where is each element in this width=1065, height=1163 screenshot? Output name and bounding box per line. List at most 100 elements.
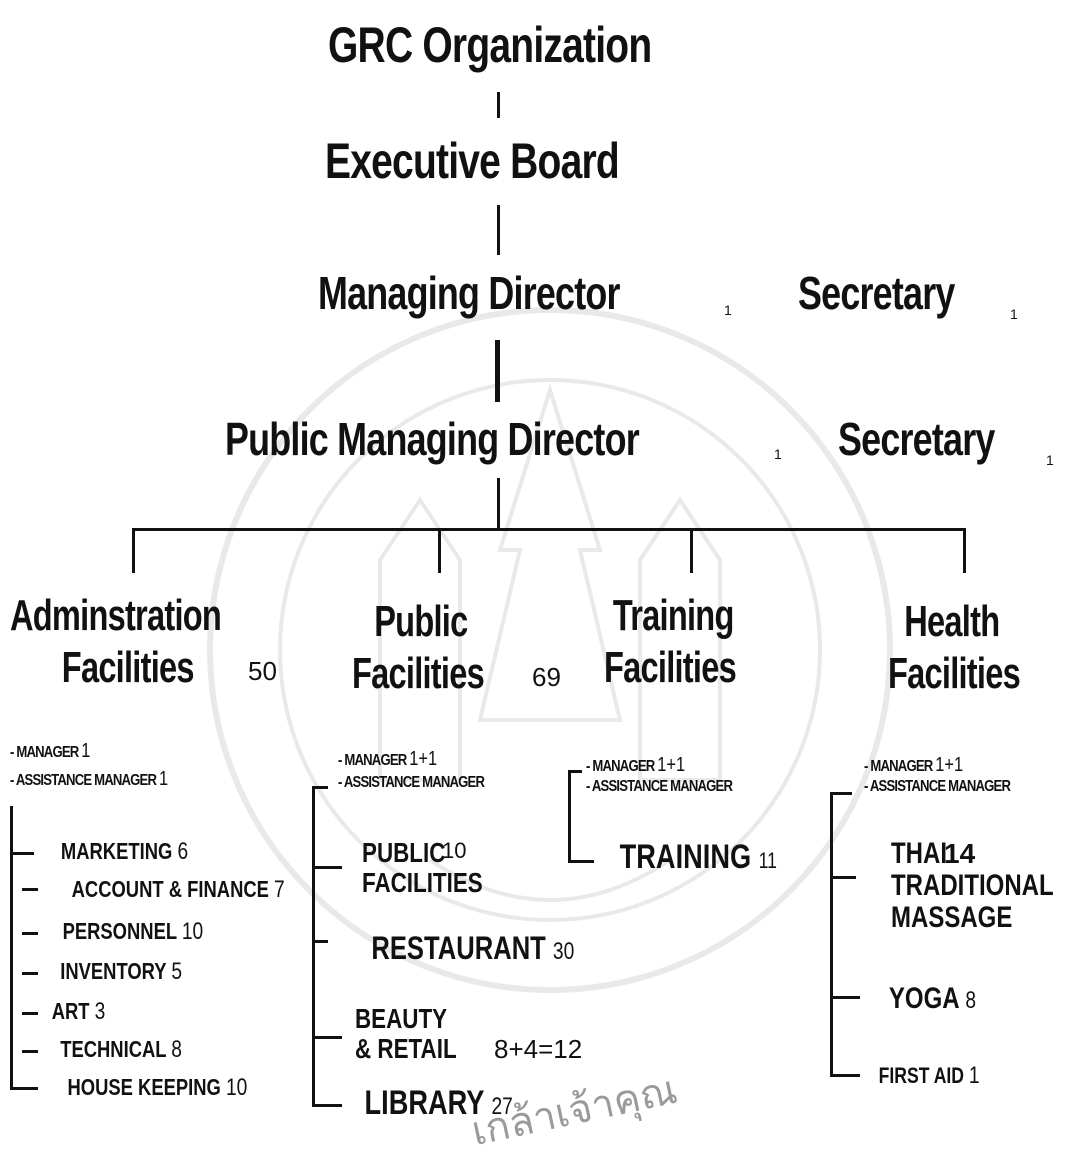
admin-tick-0 (10, 852, 34, 855)
public-assistant-label: - ASSISTANCE MANAGER (338, 774, 485, 791)
admin-item-label: ART (51, 998, 90, 1024)
public-item: BEAUTY & RETAIL (355, 1004, 459, 1064)
public-item-count: 8+4=12 (494, 1034, 583, 1064)
managing-director-count: 1 (724, 302, 732, 318)
branch-drop-public (438, 528, 441, 573)
public-item-count: 30 (552, 938, 575, 965)
training-assistant-label: - ASSISTANCE MANAGER (586, 778, 733, 795)
health-tick-1 (830, 996, 860, 999)
managing-director-secretary: Secretary (798, 267, 955, 319)
training-manager-count: 1+1 (657, 754, 686, 776)
admin-manager-label: - MANAGER (10, 744, 79, 761)
health-bracket (830, 792, 833, 1077)
health-assistant-label: - ASSISTANCE MANAGER (864, 778, 1011, 795)
branch-horizontal (132, 528, 966, 531)
public-tick-2 (312, 1036, 342, 1039)
admin-item-label: INVENTORY (60, 958, 167, 984)
health-item-count: 8 (965, 987, 977, 1014)
training-manager: - MANAGER 1+1 (586, 754, 685, 777)
training-assistant-manager: - ASSISTANCE MANAGER (586, 778, 733, 796)
training-bracket-top (568, 770, 582, 773)
public-bracket (312, 786, 315, 1106)
dept-training-line2: Facilities (604, 643, 737, 692)
admin-item: TECHNICAL 8 (60, 1036, 182, 1064)
health-tick-0 (830, 876, 856, 879)
university-seal-watermark (207, 307, 893, 993)
admin-assistant-manager: - ASSISTANCE MANAGER 1 (10, 768, 168, 791)
public-item: RESTAURANT 30 (371, 930, 574, 967)
health-item-label: FIRST AID (878, 1063, 965, 1088)
training-bracket (568, 770, 571, 862)
connector-board-md (497, 205, 500, 255)
admin-item: MARKETING 6 (61, 838, 188, 866)
admin-item: ART 3 (52, 998, 106, 1026)
admin-manager-count: 1 (81, 740, 91, 762)
health-item-count: 14 (944, 838, 976, 869)
dept-admin-line2: Facilities (61, 643, 195, 692)
public-manager-label: - MANAGER (338, 752, 407, 769)
health-manager-count: 1+1 (935, 754, 964, 776)
managing-director-label: Managing Director (318, 267, 621, 319)
admin-item-label: HOUSE KEEPING (67, 1074, 221, 1100)
public-tick-3 (312, 1104, 342, 1107)
dept-health-line1: Health (904, 597, 1000, 646)
public-assistant-manager: - ASSISTANCE MANAGER (338, 774, 485, 792)
admin-tick-3 (22, 972, 38, 975)
admin-item-count: 7 (274, 876, 285, 903)
admin-item-count: 5 (171, 958, 183, 985)
admin-item: ACCOUNT & FINANCE 7 (72, 876, 285, 904)
public-item-label: BEAUTY & RETAIL (355, 1003, 457, 1064)
admin-tick-5 (22, 1050, 38, 1053)
admin-assistant-count: 1 (158, 768, 169, 790)
public-item-label: LIBRARY (364, 1084, 484, 1122)
health-tick-2 (830, 1074, 860, 1077)
training-manager-label: - MANAGER (586, 758, 655, 775)
dept-public-line2: Facilities (352, 649, 485, 698)
admin-item-label: PERSONNEL (62, 918, 177, 944)
connector-root-board (497, 92, 500, 118)
dept-public-line1: Public (374, 597, 468, 646)
public-item: PUBLIC FACILITIES (362, 838, 490, 898)
dept-admin-count: 50 (248, 656, 277, 686)
admin-item-count: 6 (177, 838, 189, 865)
pmd-secretary-count: 1 (1046, 452, 1054, 468)
health-item: THAI TRADITIONAL MASSAGE (891, 838, 1053, 934)
admin-item-count: 10 (225, 1074, 248, 1101)
admin-item-count: 8 (171, 1036, 182, 1063)
dept-training-line1: Training (612, 591, 734, 640)
admin-item: INVENTORY 5 (60, 958, 182, 986)
dept-public-heading: Public Facilities (352, 596, 485, 700)
admin-item-count: 10 (181, 918, 204, 945)
branch-drop-training (690, 528, 693, 573)
public-managing-director-secretary: Secretary (838, 413, 995, 465)
health-item-label: YOGA (888, 982, 959, 1015)
health-item: YOGA 8 (889, 982, 976, 1016)
branch-drop-admin (132, 528, 135, 573)
md-secretary-count: 1 (1010, 306, 1018, 322)
executive-board-node: Executive Board (325, 133, 620, 189)
health-item-label: THAI TRADITIONAL MASSAGE (891, 837, 1054, 934)
training-item-label: TRAINING (619, 838, 752, 876)
admin-item-count: 3 (94, 998, 106, 1025)
training-item-count: 11 (758, 848, 777, 873)
public-managing-director-node: Public Managing Director (225, 413, 640, 465)
health-item-count: 1 (968, 1062, 980, 1089)
public-item-count: 27 (491, 1093, 513, 1120)
health-item: FIRST AID 1 (879, 1062, 980, 1090)
connector-md-pmd (495, 340, 500, 402)
admin-item-label: MARKETING (60, 838, 173, 864)
public-manager-count: 1+1 (409, 748, 438, 770)
admin-item: PERSONNEL 10 (63, 918, 204, 946)
training-tick-0 (568, 860, 594, 863)
health-bracket-top (830, 792, 852, 795)
org-title: GRC Organization (328, 17, 652, 73)
dept-public-count: 69 (532, 662, 561, 692)
health-manager-label: - MANAGER (864, 758, 933, 775)
admin-tick-6 (10, 1087, 38, 1090)
admin-tick-1 (22, 888, 38, 891)
admin-item-label: TECHNICAL (60, 1036, 167, 1062)
public-tick-0 (312, 866, 342, 869)
admin-assistant-label: - ASSISTANCE MANAGER (10, 772, 157, 789)
dept-admin-heading: Adminstration Facilities (10, 590, 222, 694)
public-item-label: PUBLIC FACILITIES (362, 837, 483, 898)
